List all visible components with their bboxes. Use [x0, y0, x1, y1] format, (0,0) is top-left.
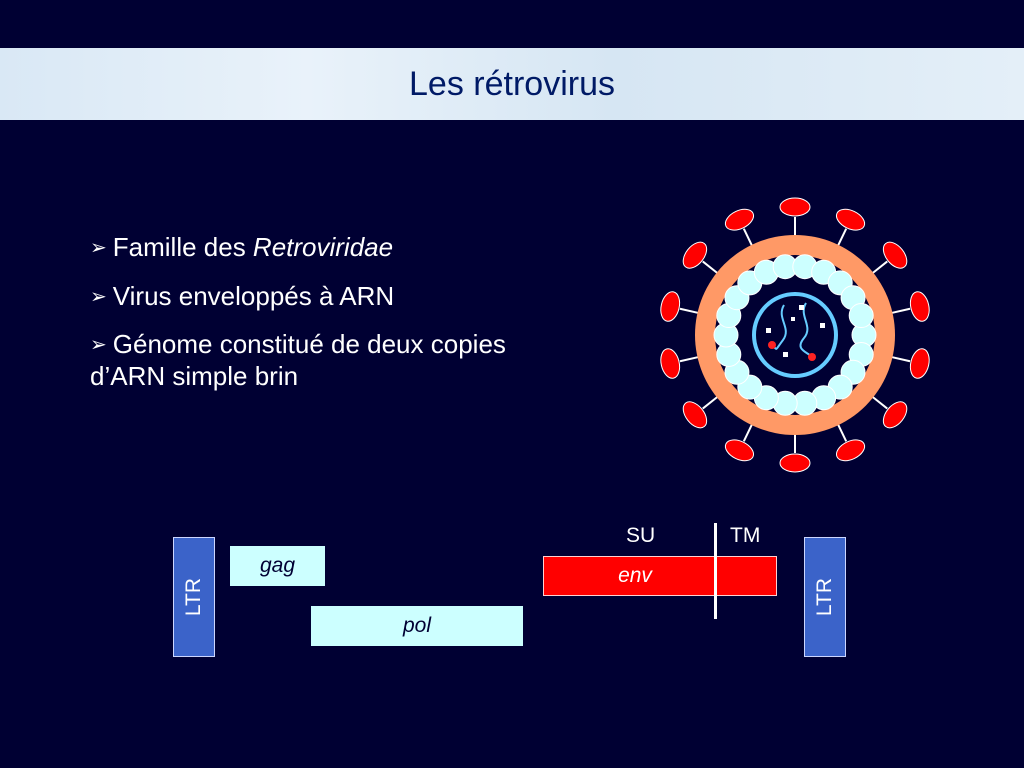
env-label: env: [618, 564, 652, 587]
gag-box: gag: [230, 546, 325, 586]
bullet-2: ➢Virus enveloppés à ARN: [90, 281, 560, 313]
virus-spikes: [660, 197, 930, 473]
ltr-right-label: LTR: [813, 577, 836, 617]
spike-glycoprotein: [779, 453, 811, 473]
spike-glycoprotein: [682, 241, 708, 269]
capsid-subunit: [848, 303, 874, 329]
spike-glycoprotein: [909, 291, 930, 322]
rna-strand-2: [799, 302, 813, 358]
bullet-2-text: Virus enveloppés à ARN: [112, 280, 395, 311]
arrow-bullet-icon: ➢: [90, 237, 107, 259]
arrow-bullet-icon: ➢: [90, 285, 107, 308]
spike-stalk: [870, 260, 888, 275]
spike-glycoprotein: [835, 439, 866, 462]
spike-glycoprotein: [779, 197, 811, 217]
spike-glycoprotein: [724, 208, 755, 231]
capsid-subunits: [713, 254, 877, 416]
spike-glycoprotein: [882, 241, 908, 269]
bullet-1-italic: Retroviridae: [252, 232, 394, 262]
tm-label: TM: [730, 524, 761, 547]
bullet-list: ➢Famille des Retroviridae ➢Virus envelop…: [90, 232, 560, 410]
spike-glycoprotein: [660, 291, 681, 322]
spike-stalk: [836, 228, 848, 248]
spike-stalk: [890, 307, 911, 315]
spike-glycoprotein: [660, 348, 681, 379]
ltr-right-box: LTR: [804, 537, 846, 657]
enzyme-1: [799, 305, 804, 310]
bullet-3-text: Génome constitué de deux copies d’ARN si…: [90, 329, 506, 392]
pol-label: pol: [402, 614, 432, 637]
title-bar: Les rétrovirus: [0, 48, 1024, 120]
bullet-1-text: Famille des: [112, 232, 253, 262]
spike-stalk: [890, 355, 911, 363]
core-fill: [740, 280, 850, 390]
rna-end-2: [808, 353, 816, 361]
gag-label: gag: [259, 554, 296, 577]
bullet-3: ➢Génome constitué de deux copies d’ARN s…: [90, 329, 560, 392]
ltr-left-box: LTR: [173, 537, 215, 657]
spike-stalk: [679, 355, 700, 363]
spike-glycoprotein: [682, 401, 708, 429]
rna-end-1: [768, 341, 776, 349]
pol-box: pol: [311, 606, 523, 646]
arrow-bullet-icon: ➢: [90, 334, 107, 357]
env-box: env: [543, 556, 777, 596]
enzyme-4: [783, 352, 788, 357]
spike-stalk: [742, 228, 754, 248]
spike-glycoprotein: [909, 348, 930, 379]
core-shell: [752, 292, 838, 378]
bullet-1: ➢Famille des Retroviridae: [90, 232, 560, 264]
spike-stalk: [702, 395, 720, 410]
enzyme-3: [820, 323, 825, 328]
spike-glycoprotein: [724, 439, 755, 462]
rna-strand-1: [771, 304, 787, 350]
enzyme-5: [791, 317, 795, 321]
su-tm-divider: [714, 523, 717, 619]
spike-stalk: [679, 307, 700, 315]
su-label: SU: [626, 524, 656, 547]
spike-glycoprotein: [882, 401, 908, 429]
spike-stalk: [836, 422, 848, 442]
spike-stalk: [742, 422, 754, 442]
ltr-left-label: LTR: [182, 577, 205, 617]
spike-stalk: [702, 260, 720, 275]
slide-title: Les rétrovirus: [409, 64, 615, 103]
spike-glycoprotein: [835, 208, 866, 231]
spike-stalk: [870, 395, 888, 410]
enzyme-2: [766, 328, 771, 333]
